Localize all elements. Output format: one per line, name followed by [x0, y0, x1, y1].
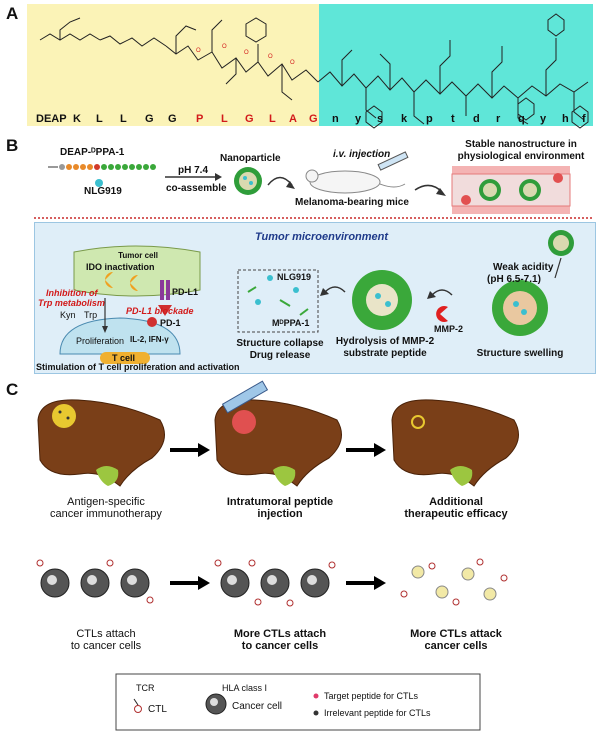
residue-y1: y	[355, 113, 362, 125]
pdl1-blockade-label: PD-L1 blockade	[126, 306, 194, 316]
pd1-label: PD-1	[160, 318, 181, 328]
residue-g3: G	[245, 113, 254, 125]
liver-3	[391, 399, 519, 487]
panel-a-right-background	[319, 4, 593, 126]
residue-l2: L	[120, 113, 127, 125]
hydrolysis-label-2: substrate peptide	[343, 348, 427, 359]
residue-d: d	[473, 113, 480, 125]
liver3-label-2: therapeutic efficacy	[404, 508, 508, 520]
deap-ppa-label: DEAP-ᴰPPA-1	[60, 147, 125, 158]
residue-g4: G	[309, 113, 318, 125]
svg-text:O: O	[222, 44, 227, 50]
collapse-label-2: Drug release	[249, 350, 311, 361]
cells2-label-2: to cancer cells	[241, 640, 319, 652]
nanoparticle-label: Nanoparticle	[220, 153, 281, 164]
proliferation-label: Proliferation	[76, 336, 125, 346]
svg-text:O: O	[268, 54, 273, 60]
cancer-cells-3	[400, 558, 508, 606]
svg-text:O: O	[290, 60, 295, 66]
residue-t: t	[451, 113, 455, 125]
acidity-label-1: Weak acidity	[493, 262, 554, 273]
residue-q: q	[518, 113, 525, 125]
mice-label: Melanoma-bearing mice	[295, 197, 409, 208]
residue-p2: p	[426, 113, 433, 125]
residue-l1: L	[96, 113, 103, 125]
trp-label: Trp	[84, 310, 98, 320]
residue-s: s	[377, 113, 384, 125]
panel-c-letter: C	[6, 380, 19, 399]
residue-h: h	[562, 113, 569, 125]
kyn-label: Kyn	[60, 310, 76, 320]
liver1-label-1: Antigen-specific	[67, 496, 145, 508]
swelling-label: Structure swelling	[476, 348, 564, 359]
liver1-label-2: cancer immunotherapy	[50, 508, 162, 520]
residue-g1: G	[145, 113, 154, 125]
nlg919-label: NLG919	[84, 186, 122, 197]
residue-k: K	[73, 113, 81, 125]
residue-k2: k	[401, 113, 408, 125]
tcell-label: T cell	[112, 353, 136, 363]
legend-cancer-label: Cancer cell	[232, 701, 283, 712]
coassemble-label: co-assemble	[166, 183, 227, 194]
collapse-label-1: Structure collapse	[236, 338, 324, 349]
ido-inactivation-label: IDO inactivation	[86, 262, 155, 272]
cancer-cells-1	[36, 559, 154, 604]
legend-hla-label: HLA class I	[222, 683, 268, 693]
box-nlg919-label: NLG919	[277, 272, 312, 282]
inhibition-label-2: Trp metabolism	[38, 298, 105, 308]
mmp2-label: MMP-2	[434, 324, 463, 334]
pdl1-label: PD-L1	[172, 287, 199, 297]
residue-n: n	[332, 113, 339, 125]
cells3-label-2: cancer cells	[424, 640, 488, 652]
stable-label-1: Stable nanostructure in	[465, 139, 577, 150]
legend-irrelevant-label: Irrelevant peptide for CTLs	[324, 708, 431, 718]
il2-label: IL-2, IFN-γ	[130, 335, 169, 344]
svg-text:O: O	[196, 48, 201, 54]
panel-b-letter: B	[6, 136, 19, 155]
liver2-label-1: Intratumoral peptide	[226, 496, 334, 508]
hydrolysis-label-1: Hydrolysis of MMP-2	[335, 336, 435, 347]
residue-l3: L	[221, 113, 228, 125]
cells1-label-1: CTLs attach	[76, 628, 136, 640]
cells2-label-1: More CTLs attach	[233, 628, 327, 640]
tme-title: Tumor microenvironment	[255, 231, 389, 243]
residue-r: r	[496, 113, 501, 125]
stable-label-2: physiological environment	[457, 151, 585, 162]
panel-a-left-background	[27, 4, 319, 126]
liver-1	[37, 399, 165, 487]
svg-text:O: O	[244, 50, 249, 56]
panel-a-letter: A	[6, 4, 19, 23]
liver3-label-1: Additional	[429, 496, 483, 508]
cancer-cells-2	[214, 559, 336, 607]
box-mppa-label: MᴰPPA-1	[272, 318, 310, 328]
residue-p: P	[196, 113, 204, 125]
acidity-label-2: (pH 6.5-7.1)	[487, 274, 541, 285]
liver2-label-2: injection	[257, 508, 303, 520]
residue-f: f	[582, 113, 586, 125]
legend-target-label: Target peptide for CTLs	[324, 691, 419, 701]
residue-a: A	[289, 113, 297, 125]
residue-y2: y	[540, 113, 547, 125]
tumor-cell-label: Tumor cell	[118, 251, 158, 260]
legend-ctl-label: CTL	[148, 704, 167, 715]
residue-l4: L	[269, 113, 276, 125]
cells1-label-2: to cancer cells	[70, 640, 142, 652]
ph74-label: pH 7.4	[178, 165, 209, 176]
cells3-label-1: More CTLs attack	[410, 628, 502, 640]
legend-tcr-label: TCR	[136, 683, 155, 693]
residue-g2: G	[168, 113, 177, 125]
inhibition-label-1: Inhibition of	[46, 288, 98, 298]
liver-2	[214, 380, 342, 487]
iv-injection-label: i.v. injection	[333, 149, 391, 160]
residue-deap: DEAP	[36, 113, 67, 125]
stimulation-label: Stimulation of T cell proliferation and …	[36, 362, 240, 372]
